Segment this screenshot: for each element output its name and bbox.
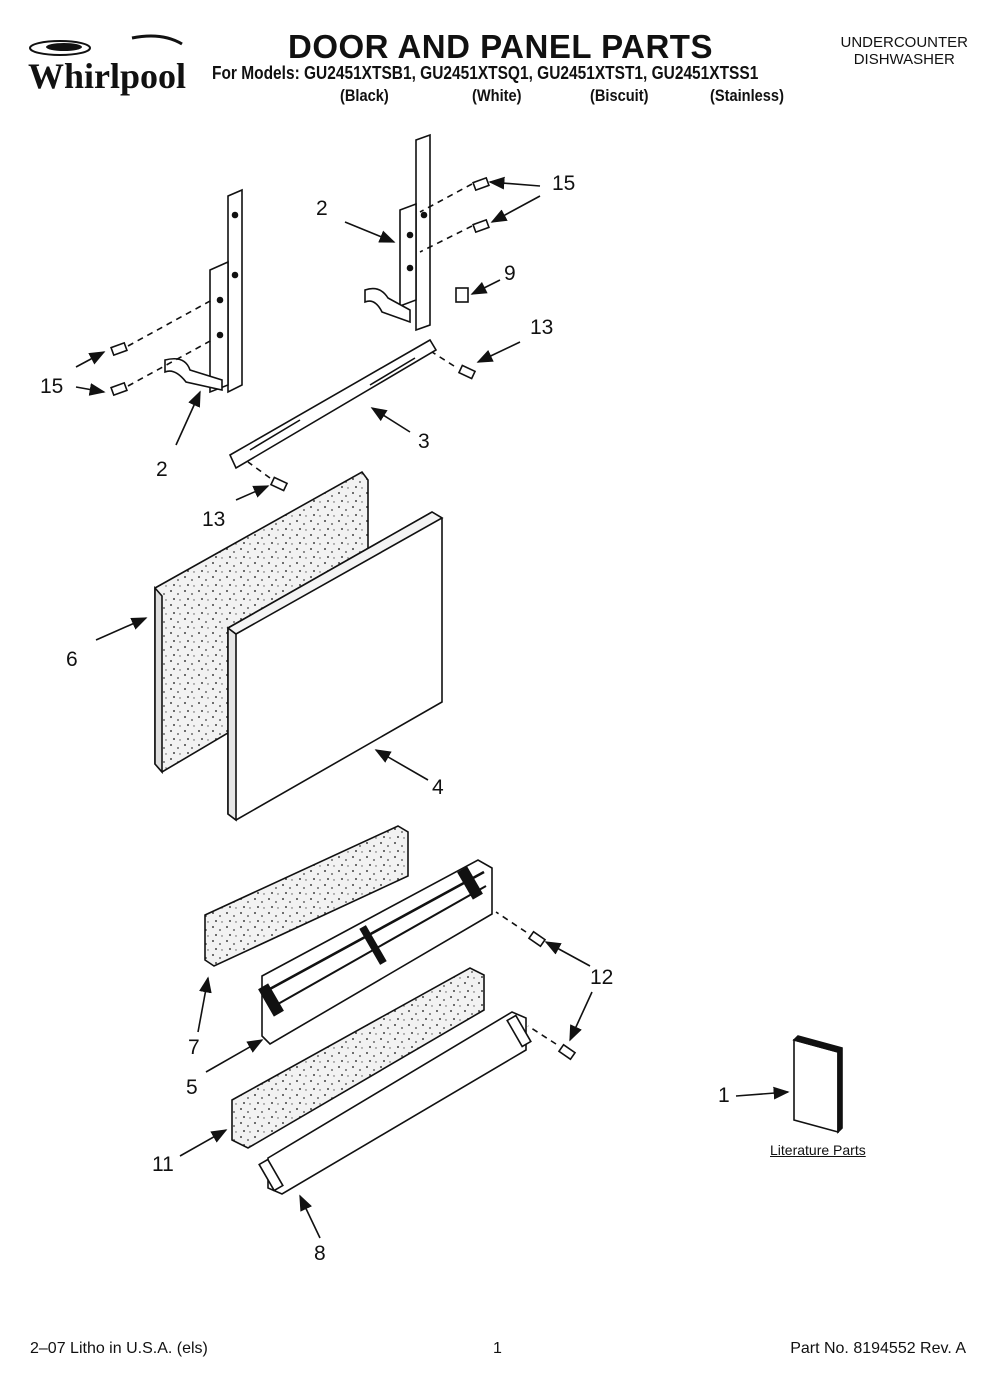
callout-3: 3 [418,430,430,453]
callout-12: 12 [590,966,614,989]
callout-5: 5 [186,1076,198,1099]
callout-7: 7 [188,1036,200,1059]
toe-panel-bracket [258,859,493,1046]
literature-parts-label: Literature Parts [770,1142,866,1158]
product-type: UNDERCOUNTER DISHWASHER [841,34,969,68]
right-hinge-bracket [364,133,431,332]
callout-15-left: 15 [40,375,64,398]
product-line-1: UNDERCOUNTER [840,34,969,51]
models-line: For Models: GU2451XTSB1, GU2451XTSQ1, GU… [212,63,759,83]
door-crossbar [228,338,438,470]
finish-stainless: (Stainless) [710,86,784,105]
callout-6: 6 [66,648,78,671]
product-line-2: DISHWASHER [853,51,955,68]
callout-9: 9 [504,262,516,285]
finish-black: (Black) [340,86,389,105]
callout-2-right: 2 [316,197,328,220]
logo-text: Whirlpool [28,56,186,96]
toe-panel [258,1011,532,1195]
callout-13-right: 13 [530,316,554,339]
callout-11: 11 [152,1153,174,1176]
clip-part [455,287,469,303]
callout-15-right: 15 [552,172,576,195]
left-hinge-bracket [164,188,243,394]
upper-insulation-strip [204,825,409,967]
callout-4: 4 [432,776,444,799]
callout-1: 1 [718,1084,730,1107]
finish-biscuit: (Biscuit) [590,86,649,105]
callout-8: 8 [314,1242,326,1265]
whirlpool-logo: Whirlpool [22,30,197,100]
door-panel [226,511,444,822]
booklet-icon [792,1035,843,1134]
callout-2-left: 2 [156,458,168,481]
finish-white: (White) [472,86,522,105]
footer-page-number: 1 [493,1340,502,1357]
lower-insulation-strip [231,967,485,1149]
screw-icon [110,176,577,1061]
page-title: DOOR AND PANEL PARTS [288,28,713,65]
footer-part-number: Part No. 8194552 Rev. A [790,1340,966,1357]
footer-litho: 2–07 Litho in U.S.A. (els) [30,1340,208,1357]
callout-13-left: 13 [202,508,226,531]
